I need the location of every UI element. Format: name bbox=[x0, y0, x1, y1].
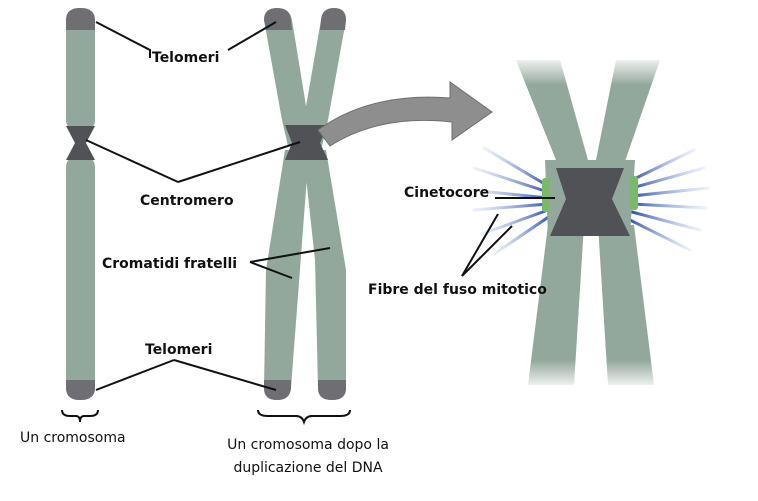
single-chromosome bbox=[66, 8, 95, 400]
label-telomeri-top: Telomeri bbox=[152, 50, 220, 66]
upper-arm bbox=[66, 8, 95, 132]
line-telomeri-bottom-right bbox=[173, 359, 277, 391]
spindle-fibres-right bbox=[628, 148, 710, 252]
chromatid-upper-left bbox=[264, 8, 312, 146]
telomere-bottom bbox=[66, 380, 95, 400]
fade-bottom bbox=[500, 360, 680, 390]
telomere-top-right bbox=[320, 8, 346, 30]
telomere-top bbox=[66, 8, 95, 30]
label-un-cromosoma: Un cromosoma bbox=[20, 430, 126, 446]
line-telomeri-left bbox=[95, 21, 151, 58]
bracket-single bbox=[61, 409, 99, 423]
label-cromatidi-fratelli: Cromatidi fratelli bbox=[102, 256, 238, 272]
line-fibre-1 bbox=[461, 213, 499, 277]
chromatid-upper-right bbox=[300, 8, 346, 146]
spindle-fibres-left bbox=[468, 146, 552, 256]
zoom-centromere bbox=[550, 168, 630, 236]
telomere-bottom-right bbox=[318, 380, 346, 400]
bracket-duplicated bbox=[257, 409, 351, 426]
line-centromero-right bbox=[177, 141, 301, 183]
brackets bbox=[61, 409, 351, 426]
zoomed-centromere bbox=[468, 55, 710, 390]
label-dopo-line1: Un cromosoma dopo la bbox=[227, 437, 389, 453]
zoom-arm-lower-left bbox=[528, 225, 584, 385]
arrow-shape bbox=[317, 81, 493, 147]
telomere-bottom-left bbox=[264, 380, 291, 400]
line-telomeri-right bbox=[227, 21, 277, 51]
kinetochore-left bbox=[542, 178, 550, 212]
label-telomeri-bottom: Telomeri bbox=[145, 342, 213, 358]
chromatid-lower-right bbox=[303, 150, 346, 400]
line-cromatidi-2 bbox=[249, 261, 293, 279]
zoom-arm-upper-left bbox=[516, 60, 588, 170]
lower-arm bbox=[66, 155, 95, 400]
zoom-arm-upper-right bbox=[596, 60, 660, 170]
centromere bbox=[285, 125, 328, 160]
line-fibre-2 bbox=[461, 225, 513, 277]
pointer-lines bbox=[85, 21, 555, 391]
zoom-arrow bbox=[317, 81, 493, 147]
line-telomeri-bottom-left bbox=[95, 359, 175, 391]
kinetochore-right bbox=[630, 176, 638, 210]
label-centromero: Centromero bbox=[140, 193, 234, 209]
label-cinetocore: Cinetocore bbox=[404, 185, 490, 201]
centromere bbox=[66, 126, 95, 160]
fade-top bbox=[500, 55, 680, 85]
line-cromatidi-1 bbox=[249, 247, 331, 263]
duplicated-chromosome bbox=[264, 8, 346, 400]
label-fibre-fuso: Fibre del fuso mitotico bbox=[368, 282, 547, 298]
zoom-arm-lower-right bbox=[598, 225, 654, 385]
label-dopo-line2: duplicazione del DNA bbox=[233, 460, 383, 476]
line-centromero-left bbox=[85, 139, 179, 183]
